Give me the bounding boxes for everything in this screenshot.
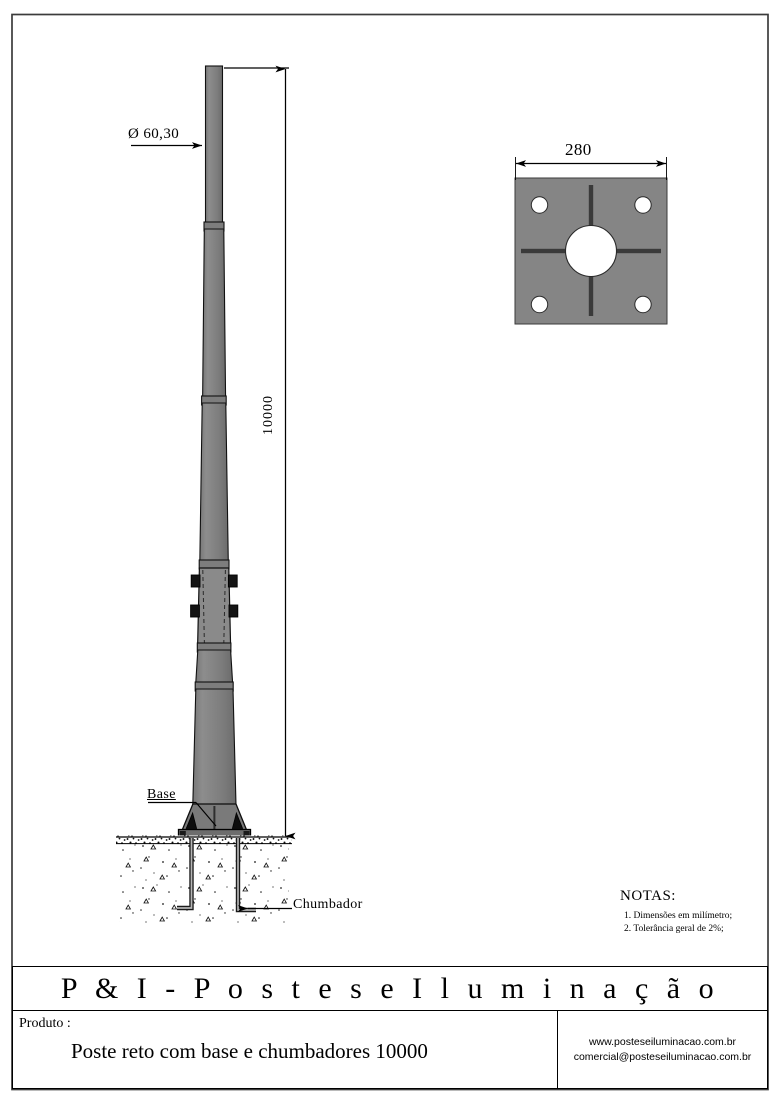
- foundation-section: [116, 835, 292, 925]
- pole-access-section: [190, 559, 239, 653]
- note-item: 1. Dimensões em milímetro;: [624, 911, 733, 921]
- chumbador-annotation-label: Chumbador: [293, 897, 363, 912]
- produto-cell: Produto : Poste reto com base e chumbado…: [13, 1011, 558, 1088]
- pole-segment-4: [195, 649, 234, 687]
- bolt-hole-top-left: [530, 196, 549, 214]
- title-block-row: Produto : Poste reto com base e chumbado…: [12, 1011, 768, 1089]
- bolt-hole-bottom-left: [530, 295, 549, 314]
- bolt-hole-bottom-right: [634, 295, 652, 314]
- pole-segment-3: [199, 402, 229, 564]
- base-plate-center-hole: [564, 224, 618, 278]
- notes-title: NOTAS:: [620, 888, 676, 904]
- base-plate-width-label: 280: [565, 140, 592, 159]
- bolt-hole-top-right: [634, 196, 652, 214]
- base-plate-width-dimension: [515, 157, 667, 180]
- anchor-bolt-left: [177, 838, 194, 911]
- notes-block: NOTAS: 1. Dimensões em milímetro; 2. Tol…: [620, 888, 732, 937]
- company-title-bar: P & I - P o s t e s e I l u m i n a ç ã …: [12, 966, 768, 1011]
- company-name: P & I - P o s t e s e I l u m i n a ç ã …: [60, 971, 720, 1005]
- elevation-dimensions: [131, 65, 296, 912]
- company-email: comercial@posteseiluminacao.com.br: [573, 1050, 752, 1063]
- pole-segment-bottom: [192, 688, 237, 806]
- pole-segment-2: [202, 228, 227, 401]
- produto-value: Poste reto com base e chumbadores 10000: [71, 1039, 428, 1063]
- contact-cell: www.posteseiluminacao.com.br comercial@p…: [558, 1011, 767, 1088]
- produto-label: Produto :: [19, 1016, 71, 1031]
- pole-elevation-view: [177, 65, 252, 838]
- base-annotation-label: Base: [147, 787, 176, 802]
- pole-segment-top: [204, 65, 224, 227]
- pole-base-cone: [177, 803, 252, 838]
- sheet-frame: [11, 13, 769, 1091]
- pole-height-label: 10000: [261, 395, 276, 435]
- note-item: 2. Tolerância geral de 2%;: [624, 924, 724, 934]
- company-website: www.posteseiluminacao.com.br: [588, 1036, 737, 1049]
- base-plate-ribs: [521, 185, 661, 316]
- base-plate-plan-view: [514, 157, 668, 325]
- pole-diameter-label: Ø 60,30: [128, 126, 180, 142]
